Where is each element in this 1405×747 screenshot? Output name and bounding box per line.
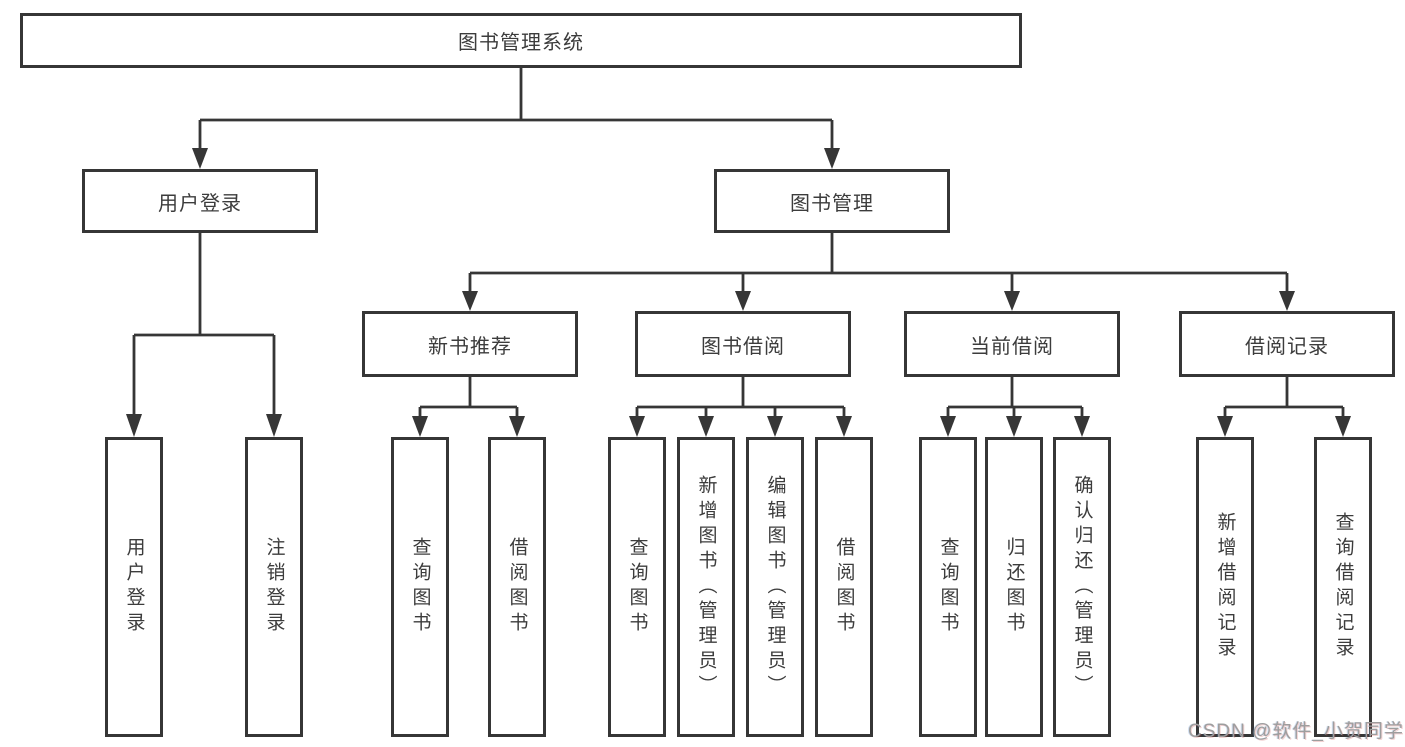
node-book-management: 图书管理 <box>714 169 950 233</box>
node-query-books-current: 查询图书 <box>919 437 977 737</box>
node-confirm-return-admin-label: 确认归还（管理员） <box>1071 474 1093 700</box>
node-add-borrow-record: 新增借阅记录 <box>1196 437 1254 737</box>
node-query-borrow-record-label: 查询借阅记录 <box>1332 512 1354 662</box>
node-library-system-label: 图书管理系统 <box>458 32 584 54</box>
node-logout-label: 注销登录 <box>263 537 285 637</box>
node-query-books-borrow: 查询图书 <box>608 437 666 737</box>
node-book-borrowing: 图书借阅 <box>635 311 851 377</box>
node-library-system: 图书管理系统 <box>20 13 1022 68</box>
node-edit-books-admin: 编辑图书（管理员） <box>746 437 804 737</box>
node-add-books-admin-label: 新增图书（管理员） <box>695 474 717 700</box>
connector-current-borrowing-children <box>940 377 1090 437</box>
node-login-label: 用户登录 <box>123 537 145 637</box>
node-borrowing-records-label: 借阅记录 <box>1245 335 1329 358</box>
node-add-books-admin: 新增图书（管理员） <box>677 437 735 737</box>
node-return-books-label: 归还图书 <box>1003 537 1025 637</box>
node-new-book-recommend-label: 新书推荐 <box>428 335 512 358</box>
node-confirm-return-admin: 确认归还（管理员） <box>1053 437 1111 737</box>
node-borrow-books-recommend-label: 借阅图书 <box>506 537 528 637</box>
connector-root-to-level2 <box>192 68 840 169</box>
node-new-book-recommend: 新书推荐 <box>362 311 578 377</box>
node-return-books: 归还图书 <box>985 437 1043 737</box>
node-user-login: 用户登录 <box>82 169 318 233</box>
node-query-books-borrow-label: 查询图书 <box>626 537 648 637</box>
node-edit-books-admin-label: 编辑图书（管理员） <box>764 474 786 700</box>
node-logout: 注销登录 <box>245 437 303 737</box>
node-current-borrowing-label: 当前借阅 <box>970 335 1054 358</box>
connector-book-management-to-level3 <box>462 233 1295 311</box>
node-user-login-label: 用户登录 <box>158 192 242 215</box>
node-book-management-label: 图书管理 <box>790 192 874 215</box>
node-borrow-books-recommend: 借阅图书 <box>488 437 546 737</box>
connector-new-book-children <box>412 377 525 437</box>
node-book-borrowing-label: 图书借阅 <box>701 335 785 358</box>
node-current-borrowing: 当前借阅 <box>904 311 1120 377</box>
connector-book-borrowing-children <box>629 377 852 437</box>
node-borrow-books-label: 借阅图书 <box>833 537 855 637</box>
node-login: 用户登录 <box>105 437 163 737</box>
connector-user-login-children <box>126 233 282 437</box>
node-query-books-current-label: 查询图书 <box>937 537 959 637</box>
connector-borrowing-records-children <box>1217 377 1351 437</box>
watermark: CSDN @软件_小贺同学 <box>1188 721 1404 742</box>
node-query-borrow-record: 查询借阅记录 <box>1314 437 1372 737</box>
node-query-books-recommend: 查询图书 <box>391 437 449 737</box>
node-borrow-books: 借阅图书 <box>815 437 873 737</box>
node-query-books-recommend-label: 查询图书 <box>409 537 431 637</box>
node-add-borrow-record-label: 新增借阅记录 <box>1214 512 1236 662</box>
node-borrowing-records: 借阅记录 <box>1179 311 1395 377</box>
